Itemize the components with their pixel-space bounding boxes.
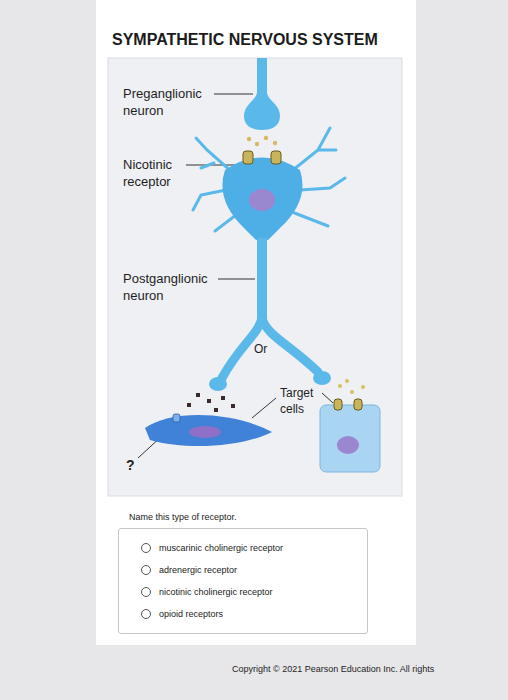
muscarinic-receptor [334, 399, 342, 410]
nicotinic-receptor [271, 151, 281, 164]
norepinephrine-dot [214, 408, 218, 412]
diagram-title: SYMPATHETIC NERVOUS SYSTEM [112, 30, 378, 51]
neurotransmitter-dot [264, 136, 268, 140]
dendrite [292, 212, 328, 226]
axon-terminal [209, 377, 227, 391]
gland-cell [320, 405, 380, 472]
norepinephrine-dot [221, 396, 225, 400]
neurotransmitter-dot [273, 141, 277, 145]
neurotransmitter-dot [255, 142, 259, 146]
muscarinic-receptor [334, 399, 362, 410]
option-text: adrenergic receptor [159, 565, 237, 575]
answer-box: Name this type of receptor.muscarinic ch… [118, 528, 368, 634]
muscarinic-receptor [354, 399, 362, 410]
nicotinic-receptor [243, 151, 281, 164]
dendrite [193, 190, 226, 210]
leader-line [214, 94, 253, 95]
dendrite [318, 149, 336, 152]
question-text: Name this type of receptor. [129, 512, 237, 522]
receptor-symbol [173, 414, 180, 422]
figure-panel [108, 58, 402, 496]
leader-line [218, 279, 255, 280]
dendrite [201, 163, 214, 168]
nucleus [249, 189, 275, 211]
dendrite [196, 138, 232, 172]
dendrite [215, 215, 236, 231]
radio-button [141, 609, 151, 619]
option-text: nicotinic cholinergic receptor [159, 587, 273, 597]
option-text: opioid receptors [159, 609, 223, 619]
part-label: Preganglionic neuron [123, 86, 223, 120]
nucleus [337, 436, 359, 454]
question-mark: ? [126, 456, 135, 474]
leader-line [322, 393, 333, 403]
nicotinic-receptor [243, 151, 253, 164]
answer-option: adrenergic receptor [141, 559, 353, 581]
norepinephrine-dot [187, 393, 235, 412]
acetylcholine-dot [338, 379, 365, 394]
radio-button [141, 587, 151, 597]
acetylcholine-dot [361, 385, 365, 389]
axon-branch [262, 318, 318, 372]
radio-button [141, 565, 151, 575]
answer-option: muscarinic cholinergic receptor [141, 537, 353, 559]
acetylcholine-dot [350, 390, 354, 394]
answer-option: nicotinic cholinergic receptor [141, 581, 353, 603]
axon-terminal [313, 371, 331, 385]
branch-label: Or [254, 342, 267, 358]
axon-branch [222, 318, 318, 378]
norepinephrine-dot [207, 399, 211, 403]
nucleus [189, 426, 221, 438]
acetylcholine-dot [338, 384, 342, 388]
part-label: Nicotinic receptor [123, 157, 218, 191]
norepinephrine-dot [187, 403, 191, 407]
part-label: Target cells [280, 386, 328, 417]
cell-body [222, 158, 302, 241]
answer-option: opioid receptors [141, 603, 353, 625]
norepinephrine-dot [196, 393, 200, 397]
neurotransmitter-dot [247, 136, 277, 146]
page-card [96, 0, 416, 645]
radio-button [141, 543, 151, 553]
acetylcholine-dot [345, 379, 349, 383]
leader-line [252, 398, 276, 418]
copyright-note: Copyright © 2021 Pearson Education Inc. … [232, 664, 434, 676]
dendrite [300, 178, 345, 190]
axon [257, 238, 267, 322]
neurotransmitter-dot [247, 137, 251, 141]
smooth-muscle-cell [145, 415, 272, 446]
norepinephrine-dot [231, 404, 235, 408]
axon-terminal [244, 58, 280, 130]
option-text: muscarinic cholinergic receptor [159, 543, 283, 553]
part-label: Postganglionic neuron [123, 271, 233, 305]
